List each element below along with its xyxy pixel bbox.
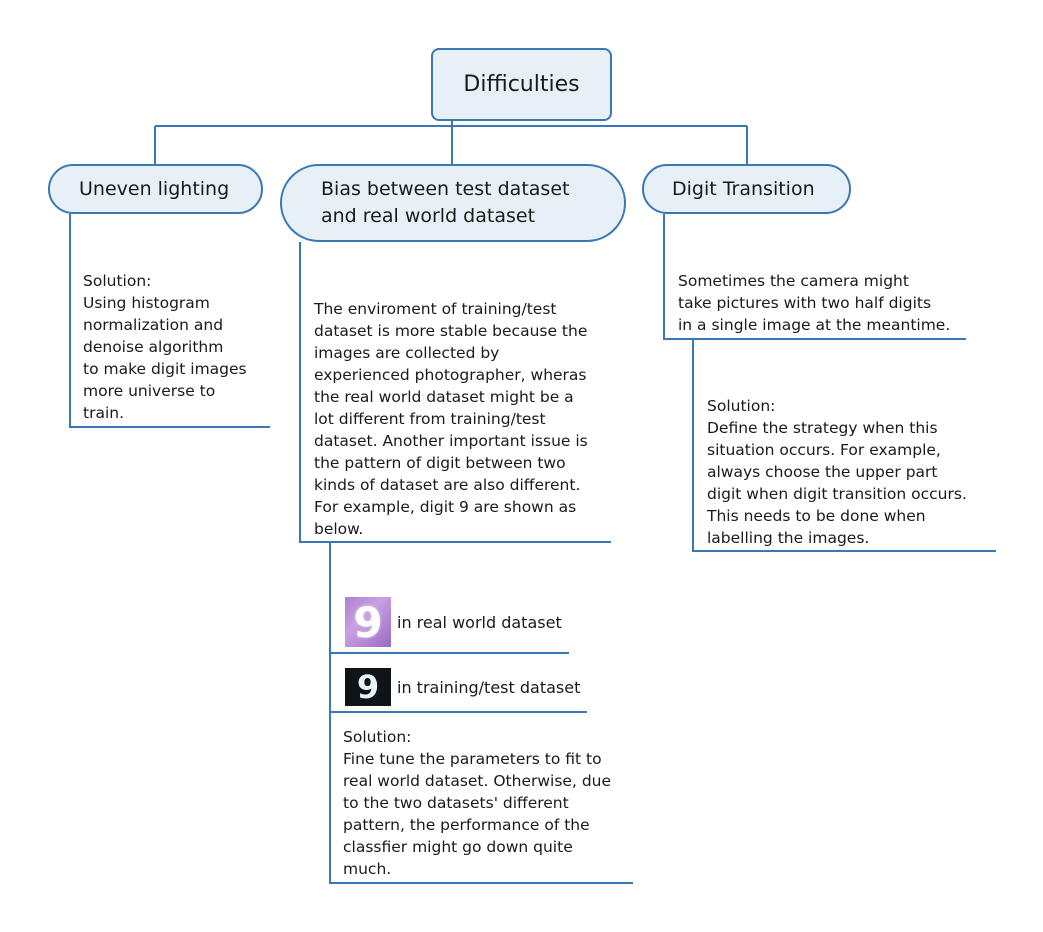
note-line: Fine tune the parameters to fit to	[343, 750, 602, 768]
note-line: images are collected by	[314, 344, 500, 362]
digit-solution-note: Solution: Define the strategy when this …	[707, 395, 967, 549]
bias-sub-bracket	[329, 542, 633, 884]
topic-label: Uneven lighting	[79, 178, 230, 200]
topic-label-line: and real world dataset	[321, 205, 536, 227]
note-line: pattern, the performance of the	[343, 816, 590, 834]
note-line: in a single image at the meantime.	[678, 316, 951, 334]
note-line: to make digit images	[83, 360, 247, 378]
note-line: Sometimes the camera might	[678, 272, 909, 290]
note-line: normalization and	[83, 316, 224, 334]
note-line: labelling the images.	[707, 529, 870, 547]
digit-glyph: 9	[356, 668, 380, 706]
topic-digit-transition[interactable]: Digit Transition	[642, 164, 851, 214]
note-line: Solution:	[83, 272, 152, 290]
topic-label: Bias between test dataset and real world…	[321, 176, 569, 230]
note-line: experienced photographer, wheras	[314, 366, 587, 384]
note-line: the real world dataset might be a	[314, 388, 574, 406]
topic-uneven-lighting[interactable]: Uneven lighting	[48, 164, 263, 214]
note-line: more universe to	[83, 382, 216, 400]
training-digit-image: 9	[345, 668, 391, 706]
note-line: classfier might go down quite	[343, 838, 573, 856]
note-line: denoise algorithm	[83, 338, 224, 356]
root-label: Difficulties	[463, 72, 580, 97]
note-line: dataset. Another important issue is	[314, 432, 588, 450]
root-node[interactable]: Difficulties	[431, 48, 612, 121]
note-line: much.	[343, 860, 392, 878]
note-line: lot different from training/test	[314, 410, 546, 428]
note-line: train.	[83, 404, 125, 422]
real-world-digit-image: 9	[345, 597, 391, 647]
note-line: always choose the upper part	[707, 463, 938, 481]
note-line: the pattern of digit between two	[314, 454, 566, 472]
training-caption: in training/test dataset	[397, 678, 581, 697]
note-line: take pictures with two half digits	[678, 294, 932, 312]
note-line: Define the strategy when this	[707, 419, 938, 437]
note-line: to the two datasets' different	[343, 794, 569, 812]
uneven-note-bracket	[69, 214, 270, 428]
note-line: real world dataset. Otherwise, due	[343, 772, 612, 790]
note-line: below.	[314, 520, 364, 538]
note-line: This needs to be done when	[707, 507, 926, 525]
note-line: dataset is more stable because the	[314, 322, 588, 340]
note-line: Solution:	[343, 728, 412, 746]
topic-bias-dataset[interactable]: Bias between test dataset and real world…	[280, 164, 626, 242]
note-line: The enviroment of training/test	[314, 300, 557, 318]
real-world-caption: in real world dataset	[397, 613, 562, 632]
note-line: situation occurs. For example,	[707, 441, 941, 459]
note-line: kinds of dataset are also different.	[314, 476, 581, 494]
digit-solution-bracket	[692, 339, 996, 552]
digit-glyph: 9	[353, 597, 383, 647]
digit-note-bracket	[663, 214, 966, 340]
digit-description-note: Sometimes the camera might take pictures…	[678, 270, 950, 336]
bias-note-bracket	[299, 242, 611, 543]
note-line: digit when digit transition occurs.	[707, 485, 967, 503]
note-line: For example, digit 9 are shown as	[314, 498, 577, 516]
note-line: Solution:	[707, 397, 776, 415]
uneven-solution-note: Solution: Using histogram normalization …	[83, 270, 247, 424]
bias-description-note: The enviroment of training/test dataset …	[314, 298, 588, 540]
note-line: Using histogram	[83, 294, 210, 312]
bias-solution-note: Solution: Fine tune the parameters to fi…	[343, 726, 611, 880]
topic-label-line: Bias between test dataset	[321, 178, 570, 200]
topic-label: Digit Transition	[672, 178, 815, 200]
